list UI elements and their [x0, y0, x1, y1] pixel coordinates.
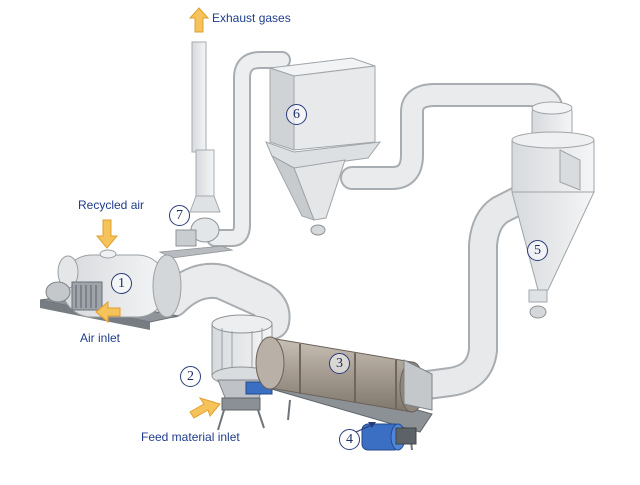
cyclone	[511, 101, 595, 319]
motor-pointer	[355, 422, 376, 433]
drive-motor	[361, 423, 417, 451]
callout-3: 3	[329, 353, 350, 374]
callout-5: 5	[527, 240, 548, 261]
exhaust-stack	[189, 41, 221, 213]
air-heater	[39, 249, 182, 330]
feed-material-inlet-label: Feed material inlet	[141, 430, 240, 444]
recycled-air-arrow	[95, 219, 119, 249]
callout-1: 1	[111, 273, 132, 294]
air-inlet-arrow	[95, 300, 121, 324]
callout-4: 4	[339, 429, 360, 450]
piping	[154, 51, 570, 403]
recycled-air-label: Recycled air	[78, 198, 145, 212]
exhaust-fan	[158, 217, 234, 259]
callout-6: 6	[286, 104, 307, 125]
callout-7: 7	[169, 205, 190, 226]
rotary-drum	[255, 336, 433, 451]
feed-inlet-arrow	[189, 397, 221, 419]
air-inlet-label: Air inlet	[80, 331, 121, 345]
bag-filter	[265, 57, 382, 236]
callout-2: 2	[180, 366, 201, 387]
exhaust-arrow	[188, 7, 210, 33]
exhaust-gases-label: Exhaust gases	[212, 11, 291, 25]
